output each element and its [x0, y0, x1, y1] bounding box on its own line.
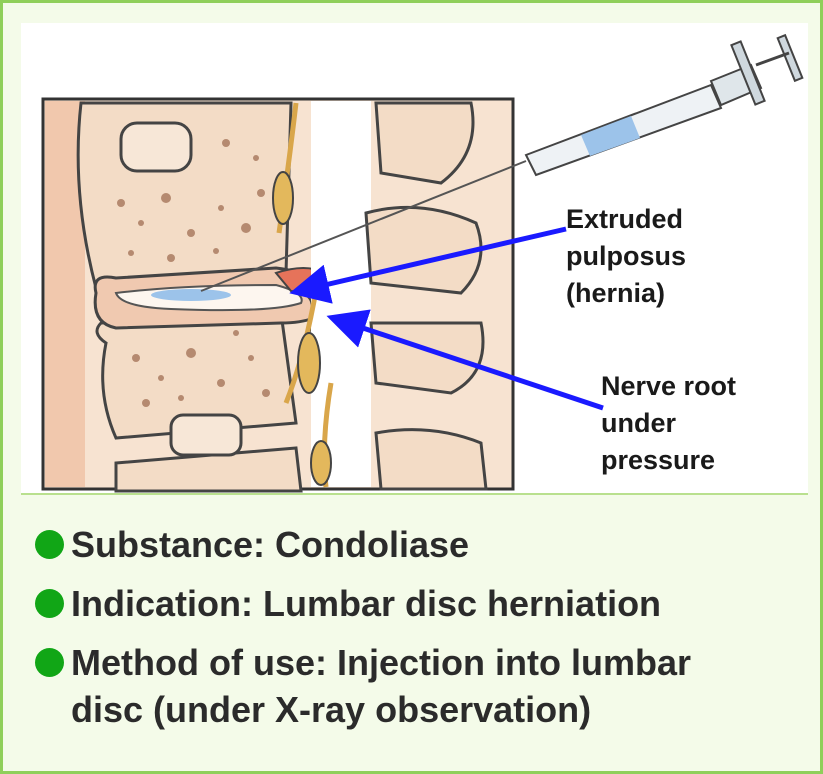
callout-nerve-root: Nerve root under pressure [601, 368, 736, 479]
bullet-text: Method of use: Injection into lumbar dis… [71, 639, 691, 733]
bullet-dot-icon [35, 648, 64, 677]
nerve-ganglion-upper [273, 172, 293, 224]
bullet-substance: Substance: Condoliase [35, 521, 691, 568]
bullet-text: Indication: Lumbar disc herniation [71, 580, 661, 627]
bullet-dot-icon [35, 530, 64, 559]
bullet-text: Substance: Condoliase [71, 521, 469, 568]
bullet-indication: Indication: Lumbar disc herniation [35, 580, 691, 627]
spinal-canal [311, 101, 371, 487]
nerve-ganglion-bottom [311, 441, 331, 485]
nerve-ganglion-lower [298, 333, 320, 393]
bullet-dot-icon [35, 589, 64, 618]
bullet-list: Substance: Condoliase Indication: Lumbar… [35, 521, 691, 745]
injected-drug [151, 289, 231, 301]
callout-extruded-pulposus: Extruded pulposus (hernia) [566, 201, 686, 312]
bullet-method: Method of use: Injection into lumbar dis… [35, 639, 691, 733]
spine-illustration: Extruded pulposus (hernia) Nerve root un… [21, 23, 808, 495]
